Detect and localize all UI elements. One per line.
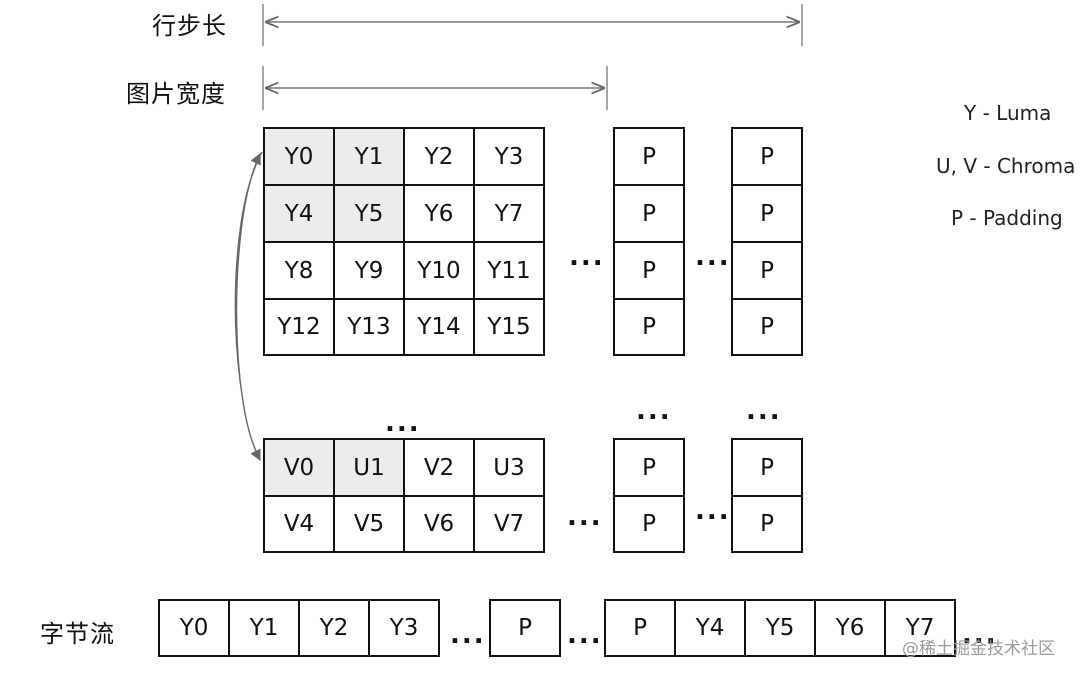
stream-cell: Y4 bbox=[674, 599, 746, 657]
padding-cell: P bbox=[613, 127, 685, 186]
padding-cell: P bbox=[731, 184, 803, 243]
y-plane-cell: Y9 bbox=[333, 241, 405, 300]
padding-cell: P bbox=[731, 241, 803, 300]
stream-cell: Y5 bbox=[744, 599, 816, 657]
curved-arrow-top bbox=[234, 151, 263, 462]
image-width-label: 图片宽度 bbox=[126, 80, 226, 108]
stream-cell: Y3 bbox=[368, 599, 440, 657]
legend-luma: Y - Luma bbox=[964, 101, 1052, 125]
padding-cell: P bbox=[613, 298, 685, 356]
ellipsis: ... bbox=[567, 620, 603, 650]
y-plane-cell: Y1 bbox=[333, 127, 405, 186]
uv-plane-cell: V0 bbox=[263, 438, 335, 497]
y-plane-cell: Y7 bbox=[473, 184, 545, 243]
legend-padding: P - Padding bbox=[951, 206, 1063, 230]
y-plane-cell: Y5 bbox=[333, 184, 405, 243]
padding-cell: P bbox=[613, 241, 685, 300]
y-plane-cell: Y12 bbox=[263, 298, 335, 356]
uv-plane-cell: V6 bbox=[403, 495, 475, 553]
stream-cell: Y2 bbox=[298, 599, 370, 657]
legend-chroma: U, V - Chroma bbox=[936, 154, 1076, 178]
ellipsis: ... bbox=[962, 620, 998, 650]
stream-cell: Y7 bbox=[884, 599, 956, 657]
y-plane-cell: Y6 bbox=[403, 184, 475, 243]
uv-plane-cell: V2 bbox=[403, 438, 475, 497]
ellipsis: ... bbox=[695, 242, 731, 272]
padding-cell: P bbox=[613, 438, 685, 497]
stream-padding-cell: P bbox=[489, 599, 561, 657]
y-plane-cell: Y0 bbox=[263, 127, 335, 186]
stream-padding-cell: P bbox=[604, 599, 676, 657]
padding-cell: P bbox=[731, 298, 803, 356]
padding-cell: P bbox=[613, 184, 685, 243]
ellipsis: ... bbox=[569, 242, 605, 272]
y-plane-cell: Y15 bbox=[473, 298, 545, 356]
y-plane-cell: Y10 bbox=[403, 241, 475, 300]
y-plane-cell: Y2 bbox=[403, 127, 475, 186]
ellipsis: ... bbox=[450, 620, 486, 650]
padding-cell: P bbox=[731, 438, 803, 497]
ellipsis: ... bbox=[746, 396, 782, 426]
ellipsis: ... bbox=[636, 396, 672, 426]
byte-stream-label: 字节流 bbox=[40, 620, 115, 648]
ellipsis: ... bbox=[695, 496, 731, 526]
stream-cell: Y6 bbox=[814, 599, 886, 657]
stream-cell: Y0 bbox=[158, 599, 230, 657]
ellipsis: ... bbox=[567, 502, 603, 532]
uv-plane-cell: V7 bbox=[473, 495, 545, 553]
uv-plane-cell: V5 bbox=[333, 495, 405, 553]
padding-cell: P bbox=[731, 495, 803, 553]
uv-plane-cell: U3 bbox=[473, 438, 545, 497]
watermark: @稀土掘金技术社区 bbox=[902, 639, 1055, 659]
padding-cell: P bbox=[731, 127, 803, 186]
curved-arrow-bottom bbox=[235, 152, 261, 381]
y-plane-cell: Y13 bbox=[333, 298, 405, 356]
y-plane-cell: Y3 bbox=[473, 127, 545, 186]
y-plane-cell: Y14 bbox=[403, 298, 475, 356]
y-plane-cell: Y11 bbox=[473, 241, 545, 300]
padding-cell: P bbox=[613, 495, 685, 553]
row-stride-label: 行步长 bbox=[152, 12, 227, 40]
uv-plane-cell: V4 bbox=[263, 495, 335, 553]
y-plane-cell: Y4 bbox=[263, 184, 335, 243]
stream-cell: Y1 bbox=[228, 599, 300, 657]
uv-plane-cell: U1 bbox=[333, 438, 405, 497]
y-plane-cell: Y8 bbox=[263, 241, 335, 300]
ellipsis: ... bbox=[385, 408, 421, 438]
